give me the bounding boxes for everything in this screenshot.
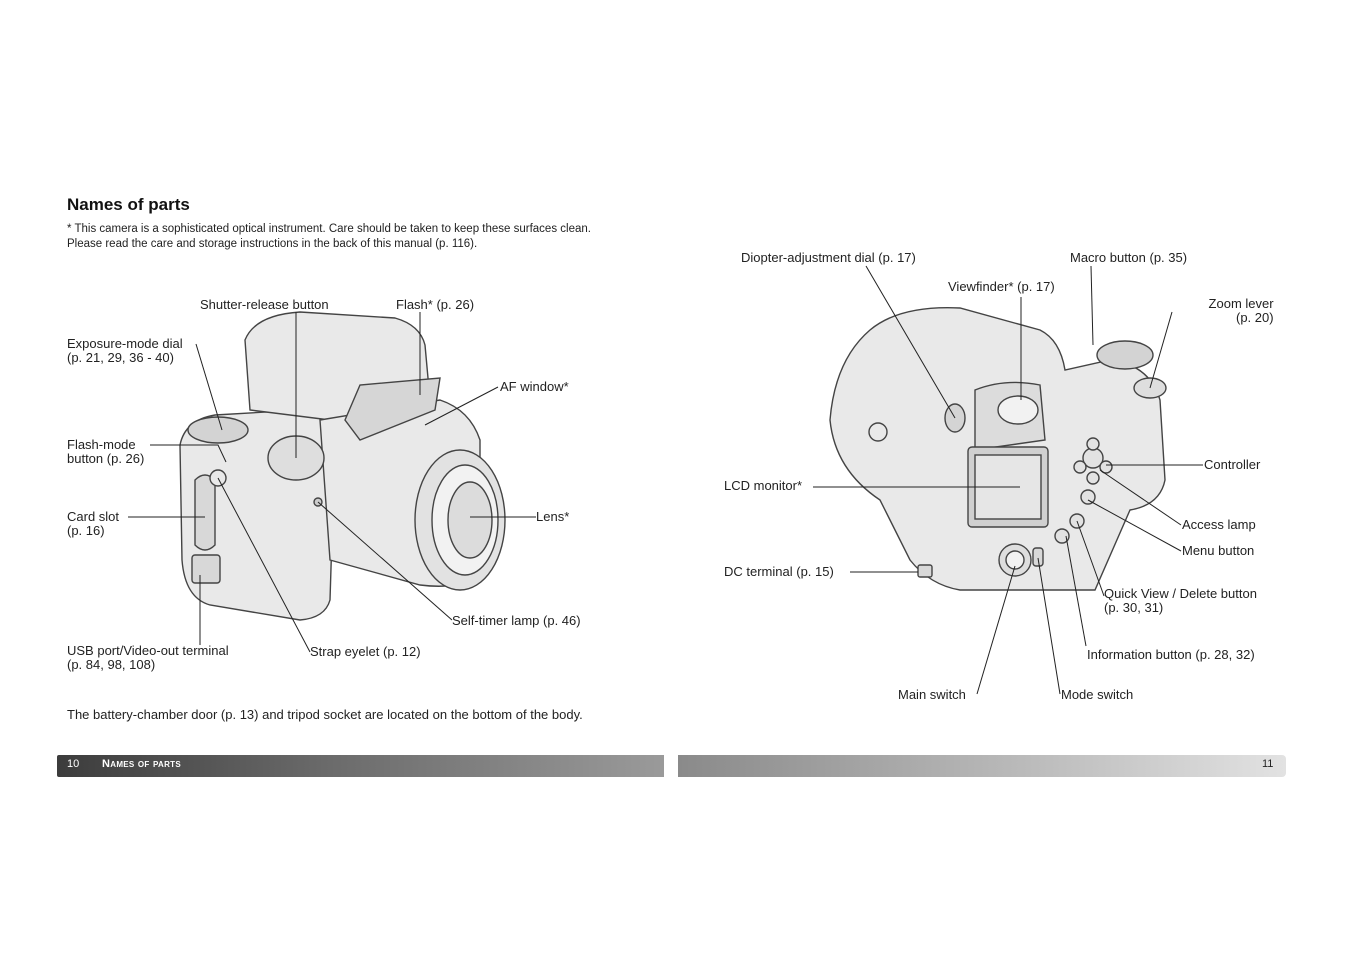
label-diopter-dial: Diopter-adjustment dial (p. 17) bbox=[741, 250, 916, 265]
label-dc-terminal: DC terminal (p. 15) bbox=[724, 564, 834, 579]
page-number-right: 11 bbox=[1262, 758, 1274, 770]
right-leader-lines bbox=[813, 265, 1203, 695]
left-leader-lines bbox=[128, 312, 536, 653]
label-shutter-release: Shutter-release button bbox=[200, 297, 329, 312]
footer-section-title: Names of parts bbox=[102, 758, 181, 770]
label-card-slot-line1: Card slot bbox=[67, 509, 120, 524]
label-flash-mode-button: Flash-mode button (p. 26) bbox=[67, 438, 144, 466]
label-usb-port: USB port/Video-out terminal (p. 84, 98, … bbox=[67, 644, 229, 672]
battery-note: The battery-chamber door (p. 13) and tri… bbox=[67, 707, 583, 722]
label-lens: Lens* bbox=[536, 509, 570, 524]
label-card-slot: Card slot (p. 16) bbox=[67, 510, 119, 538]
label-controller: Controller bbox=[1204, 457, 1261, 472]
label-flash: Flash* (p. 26) bbox=[396, 297, 475, 312]
back-camera-illustration bbox=[829, 306, 1167, 591]
label-menu-button: Menu button bbox=[1182, 543, 1255, 558]
label-exposure-mode-dial-line1: Exposure-mode dial bbox=[67, 336, 183, 351]
label-quick-view-line1: Quick View / Delete button bbox=[1104, 586, 1257, 601]
label-zoom-lever-line2: (p. 20) bbox=[1236, 310, 1274, 325]
label-flash-mode-line1: Flash-mode bbox=[67, 437, 136, 452]
care-note: * This camera is a sophisticated optical… bbox=[67, 223, 591, 250]
label-access-lamp: Access lamp bbox=[1182, 517, 1256, 532]
label-lcd-monitor: LCD monitor* bbox=[724, 478, 803, 493]
label-exposure-mode-dial: Exposure-mode dial (p. 21, 29, 36 - 40) bbox=[67, 337, 183, 365]
label-usb-port-line2: (p. 84, 98, 108) bbox=[67, 657, 156, 672]
page-number-left: 10 bbox=[67, 758, 80, 770]
label-main-switch: Main switch bbox=[898, 687, 966, 702]
label-strap-eyelet: Strap eyelet (p. 12) bbox=[310, 644, 421, 659]
label-self-timer-lamp: Self-timer lamp (p. 46) bbox=[452, 613, 581, 628]
label-zoom-lever: Zoom lever (p. 20) bbox=[1174, 297, 1274, 325]
footer-bar-left bbox=[57, 755, 664, 777]
label-quick-view-line2: (p. 30, 31) bbox=[1104, 600, 1164, 615]
label-exposure-mode-dial-line2: (p. 21, 29, 36 - 40) bbox=[67, 350, 174, 365]
label-macro-button: Macro button (p. 35) bbox=[1070, 250, 1188, 265]
label-information-button: Information button (p. 28, 32) bbox=[1087, 647, 1255, 662]
label-usb-port-line1: USB port/Video-out terminal bbox=[67, 643, 229, 658]
label-mode-switch: Mode switch bbox=[1061, 687, 1134, 702]
page-title: Names of parts bbox=[67, 195, 190, 214]
footer-bar-right bbox=[678, 755, 1286, 777]
label-card-slot-line2: (p. 16) bbox=[67, 523, 105, 538]
label-flash-mode-line2: button (p. 26) bbox=[67, 451, 145, 466]
label-zoom-lever-line1: Zoom lever bbox=[1208, 296, 1274, 311]
label-quick-view-button: Quick View / Delete button (p. 30, 31) bbox=[1104, 587, 1257, 615]
label-af-window: AF window* bbox=[500, 379, 569, 394]
label-viewfinder: Viewfinder* (p. 17) bbox=[948, 279, 1055, 294]
front-camera-illustration bbox=[179, 311, 506, 621]
